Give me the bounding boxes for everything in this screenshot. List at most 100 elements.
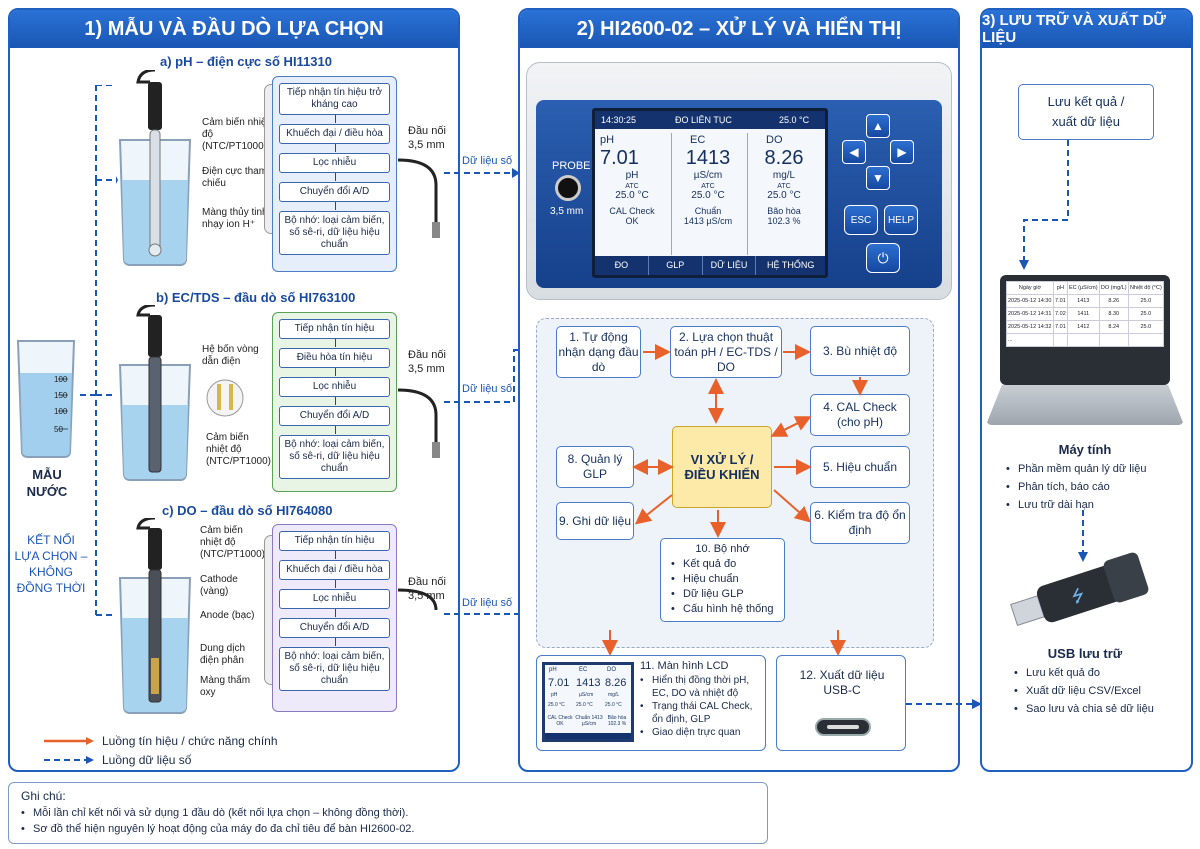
usb-features: Lưu kết quả đo Xuất dữ liệu CSV/Excel Sa… <box>1014 664 1190 718</box>
mini-do-u: mg/L <box>608 692 620 698</box>
lcd-tab-bar: ĐO GLP DỮ LIỆU HỆ THỐNG <box>595 256 825 275</box>
probe-do-illustration <box>118 518 192 714</box>
lcd-tab-data[interactable]: DỮ LIỆU <box>703 256 757 275</box>
lcd-ph-status1: CAL Check <box>609 206 655 216</box>
flow-box-11-title: 11. Màn hình LCD <box>640 660 729 672</box>
lcd-tab-glp[interactable]: GLP <box>649 256 703 275</box>
flow-box-5: 5. Hiệu chuẩn <box>810 446 910 488</box>
flow-box-8: 8. Quản lý GLP <box>556 446 634 488</box>
flow-box-11-text: 11. Màn hình LCD Hiển thị đồng thời pH, … <box>640 660 764 739</box>
table-cell <box>1052 333 1068 347</box>
lcd-ec-unit: µS/cm <box>693 170 723 181</box>
mini-ph-u: pH <box>551 692 558 698</box>
flow-center: VI XỬ LÝ / ĐIỀU KHIỂN <box>672 426 772 508</box>
flow-box-3: 3. Bù nhiệt độ <box>810 326 910 376</box>
svg-text:⭍: ⭍ <box>1069 585 1088 607</box>
ph-chain-step-5: Bộ nhớ: loại cảm biến, số sê-ri, dữ liệu… <box>279 211 390 255</box>
lcd-do-unit: mg/L <box>772 170 796 181</box>
lcd-ph-value: 7.01 <box>600 147 639 169</box>
do-chain-step-1: Tiếp nhận tín hiệu <box>279 531 390 559</box>
ph-chain-step-3: Lọc nhiễu <box>279 153 390 181</box>
table-cell <box>1127 333 1165 347</box>
ph-chain-step-2: Khuếch đại / điều hòa <box>279 124 390 152</box>
table-cell: 2025-05-12 14:32 <box>1006 320 1054 334</box>
probe-ec-label-2: Cảm biến nhiệt độ (NTC/PT1000) <box>206 432 272 467</box>
data-table: Ngày giờ pH EC (µS/cm) DO (mg/L) Nhiệt đ… <box>1006 281 1165 347</box>
laptop-base <box>986 385 1184 425</box>
probe-do-label-4: Dung dịch điện phân <box>200 643 246 666</box>
probe-do-label-2: Cathode (vàng) <box>200 574 238 597</box>
mini-s2: Chuẩn 1413 µS/cm <box>575 715 603 727</box>
lcd-feature-3: Giao diện trực quan <box>640 726 764 739</box>
notes-title: Ghi chú: <box>21 789 66 803</box>
table-cell: 8.30 <box>1098 307 1129 321</box>
probe-port-label: PROBE <box>552 160 591 172</box>
table-cell: 1412 <box>1066 320 1100 334</box>
memory-item-3: Dữ liệu GLP <box>671 587 774 602</box>
right-arrow-button[interactable]: ▶ <box>890 140 914 164</box>
probe-do-title: c) DO – đầu dò số HI764080 <box>162 503 333 518</box>
probe-port[interactable] <box>555 175 581 201</box>
ec-chain-step-4: Chuyển đổi A/D <box>279 406 390 434</box>
usb-export-arrow <box>906 699 982 709</box>
mini-ec: 1413 <box>576 677 601 689</box>
probe-ph-data-label: Dữ liệu số <box>462 155 513 167</box>
table-cell: 7.02 <box>1052 307 1068 321</box>
power-button[interactable]: ⏻ <box>866 243 900 273</box>
sample-beaker <box>16 340 76 458</box>
lcd-tab-do[interactable]: ĐO <box>595 256 649 275</box>
panel-storage-title: 3) LƯU TRỮ VÀ XUẤT DỮ LIỆU <box>982 10 1191 48</box>
up-arrow-button[interactable]: ▲ <box>866 114 890 138</box>
ph-chain-step-4: Chuyển đổi A/D <box>279 182 390 210</box>
help-button[interactable]: HELP <box>884 205 918 235</box>
mini-lcd: pH EC DO 7.01 1413 8.26 pH µS/cm mg/L 25… <box>542 662 634 742</box>
mini-t2: 25.0 °C <box>576 702 593 708</box>
lcd-ph-name: pH <box>600 134 615 146</box>
flow-box-10: 10. Bộ nhớ Kết quả đo Hiệu chuẩn Dữ liệu… <box>660 538 785 622</box>
lcd-status-bar: 14:30:25 ĐO LIÊN TỤC 25.0 °C <box>595 111 825 129</box>
flow-box-10-title: 10. Bộ nhớ <box>695 543 750 555</box>
legend-digital-line <box>44 756 94 764</box>
memory-item-4: Cấu hình hệ thống <box>671 602 774 617</box>
lcd-feature-2: Trạng thái CAL Check, ổn định, GLP <box>640 700 764 726</box>
lcd-do-value: 8.26 <box>764 147 804 169</box>
lcd-do-status2: 102.3 % <box>767 216 801 226</box>
lcd-tab-system[interactable]: HỆ THỐNG <box>767 260 815 270</box>
lcd-divider-1 <box>671 133 672 255</box>
memory-item-1: Kết quả đo <box>671 557 774 572</box>
lcd-ph-unit: pH <box>625 170 639 181</box>
probe-do-label-1: Cảm biến nhiệt độ (NTC/PT1000) <box>200 525 266 560</box>
mini-ec-u: µS/cm <box>579 692 594 698</box>
mini-ph-h: pH <box>549 667 557 673</box>
left-arrow-button[interactable]: ◀ <box>842 140 866 164</box>
table-cell: ... <box>1006 333 1054 347</box>
lcd-ph-atc: ATC <box>625 183 639 190</box>
probe-ec-label-1: Hệ bốn vòng dẫn điện <box>202 344 259 367</box>
do-chain-step-2: Khuếch đại / điều hòa <box>279 560 390 588</box>
lcd-do-status1: Bão hòa <box>767 206 801 216</box>
table-cell: 8.26 <box>1098 294 1129 308</box>
usb-feature-1: Lưu kết quả đo <box>1014 664 1190 682</box>
probe-ph-label-2: Điện cực tham chiếu <box>202 166 268 189</box>
ec-chain-step-2: Điều hòa tín hiệu <box>279 348 390 376</box>
down-arrow-button[interactable]: ▼ <box>866 166 890 190</box>
probe-do-label-3: Anode (bạc) <box>200 610 255 621</box>
sample-label: MẪU NƯỚC <box>26 467 68 499</box>
do-chain-step-4: Chuyển đổi A/D <box>279 618 390 646</box>
usb-feature-2: Xuất dữ liệu CSV/Excel <box>1014 682 1190 700</box>
table-cell: 2025-05-12 14:31 <box>1006 307 1054 321</box>
note-1: Mỗi lần chỉ kết nối và sử dụng 1 đầu dò … <box>21 805 755 821</box>
computer-title: Máy tính <box>1058 442 1112 457</box>
table-cell: 25.0 <box>1127 307 1165 321</box>
lcd-ec-status1: Chuẩn <box>694 206 722 216</box>
beaker-tick-4: 50 <box>54 425 63 434</box>
sample-connectors <box>80 85 118 616</box>
table-cell: 8.24 <box>1098 320 1129 334</box>
esc-button[interactable]: ESC <box>844 205 878 235</box>
mini-s1: CAL Check OK <box>547 715 573 727</box>
mini-ec-h: EC <box>579 667 588 673</box>
table-cell: 7.01 <box>1052 320 1068 334</box>
usb-c-port-icon <box>815 718 871 736</box>
lcd-divider-2 <box>747 133 748 255</box>
lcd-col-ph: pH 7.01 pH ATC 25.0 °C CAL Check OK <box>596 134 668 226</box>
